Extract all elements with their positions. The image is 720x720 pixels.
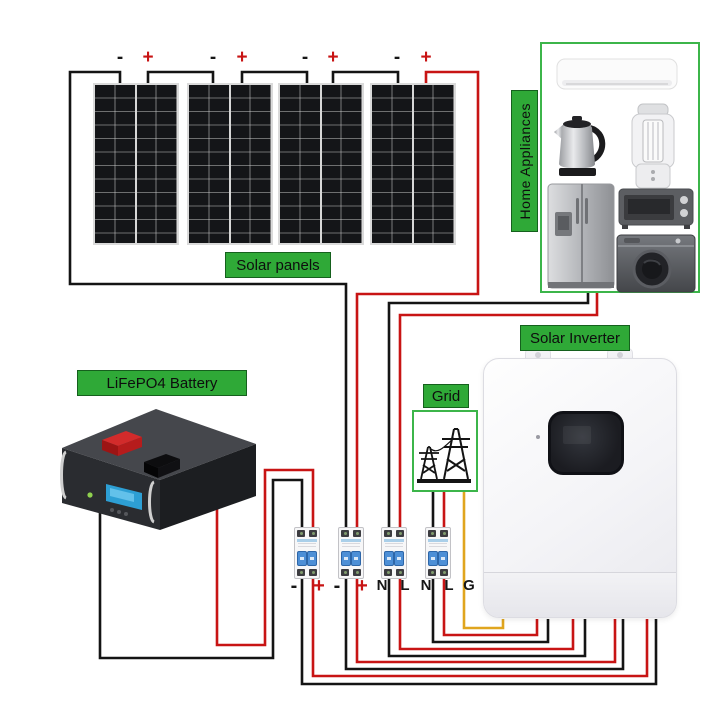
blender-icon (631, 103, 675, 189)
inverter-bottom-panel (484, 572, 676, 617)
air-conditioner-icon (556, 58, 678, 90)
appliances-label: Home Appliances (511, 90, 538, 232)
grid-label-text: Grid (431, 387, 461, 405)
terminal-load-live: L (400, 577, 410, 594)
panel-1-negative-terminal: - (116, 47, 124, 68)
battery-red-connector (102, 431, 142, 456)
refrigerator-icon (547, 183, 615, 289)
panel-2-positive-terminal: + (236, 47, 248, 68)
terminal-pv-positive: + (356, 575, 368, 597)
grid-box (412, 410, 478, 492)
inverter-label: Solar Inverter (520, 325, 630, 351)
terminal-battery-negative: - (290, 575, 298, 597)
wire-appliances-neutral (387, 292, 590, 658)
wire-pv-bridge-3 (331, 70, 400, 83)
inverter-display (548, 411, 624, 475)
wire-pv-bridge-2 (240, 70, 309, 83)
terminal-grid-neutral: N (420, 577, 432, 594)
wire-battery-positive (215, 468, 649, 678)
wire-pv-positive (355, 70, 617, 664)
transmission-towers-icon (417, 428, 471, 483)
battery-handle-right (148, 480, 156, 524)
terminal-ground: G (463, 577, 475, 594)
appliances-label-text: Home Appliances (516, 102, 533, 220)
panel-3-positive-terminal: + (327, 47, 339, 68)
panel-2-negative-terminal: - (209, 47, 217, 68)
panel-1-positive-terminal: + (142, 47, 154, 68)
battery-led (87, 492, 93, 498)
battery-handle-left (60, 450, 68, 500)
panel-4-negative-terminal: - (393, 47, 401, 68)
circuit-breaker-2-pv (338, 527, 364, 579)
solar-panel-4 (370, 83, 456, 245)
battery-label-text: LiFePO4 Battery (106, 374, 218, 392)
inverter-indicator-dot (536, 435, 540, 439)
wire-grid-ground (462, 491, 505, 630)
solar-panel-2 (187, 83, 273, 245)
solar-panel-3 (278, 83, 364, 245)
terminal-load-neutral: N (376, 577, 388, 594)
appliances-box (540, 42, 700, 293)
solar-panel-1 (93, 83, 179, 245)
washing-machine-icon (616, 234, 696, 293)
battery-black-connector (144, 454, 180, 478)
circuit-breaker-3-load (381, 527, 407, 579)
wire-battery-negative (98, 478, 658, 686)
solar-panels-label: Solar panels (225, 252, 331, 278)
toaster-oven-icon (618, 188, 694, 229)
lifepo4-battery-unit (60, 409, 256, 530)
circuit-breaker-1-battery (294, 527, 320, 579)
terminal-grid-live: L (444, 577, 454, 594)
terminal-battery-positive: + (313, 575, 325, 597)
solar-inverter-unit (483, 358, 677, 618)
grid-label: Grid (423, 384, 469, 408)
solar-panels-label-text: Solar panels (236, 256, 320, 274)
panel-3-negative-terminal: - (301, 47, 309, 68)
wire-pv-negative (68, 70, 625, 671)
panel-4-positive-terminal: + (420, 47, 432, 68)
electric-kettle-icon (554, 116, 606, 176)
wire-appliances-live (398, 292, 599, 651)
terminal-pv-negative: - (333, 575, 341, 597)
inverter-label-text: Solar Inverter (529, 329, 621, 347)
circuit-breaker-4-grid (425, 527, 451, 579)
wire-pv-bridge-1 (146, 70, 215, 83)
battery-label: LiFePO4 Battery (77, 370, 247, 396)
